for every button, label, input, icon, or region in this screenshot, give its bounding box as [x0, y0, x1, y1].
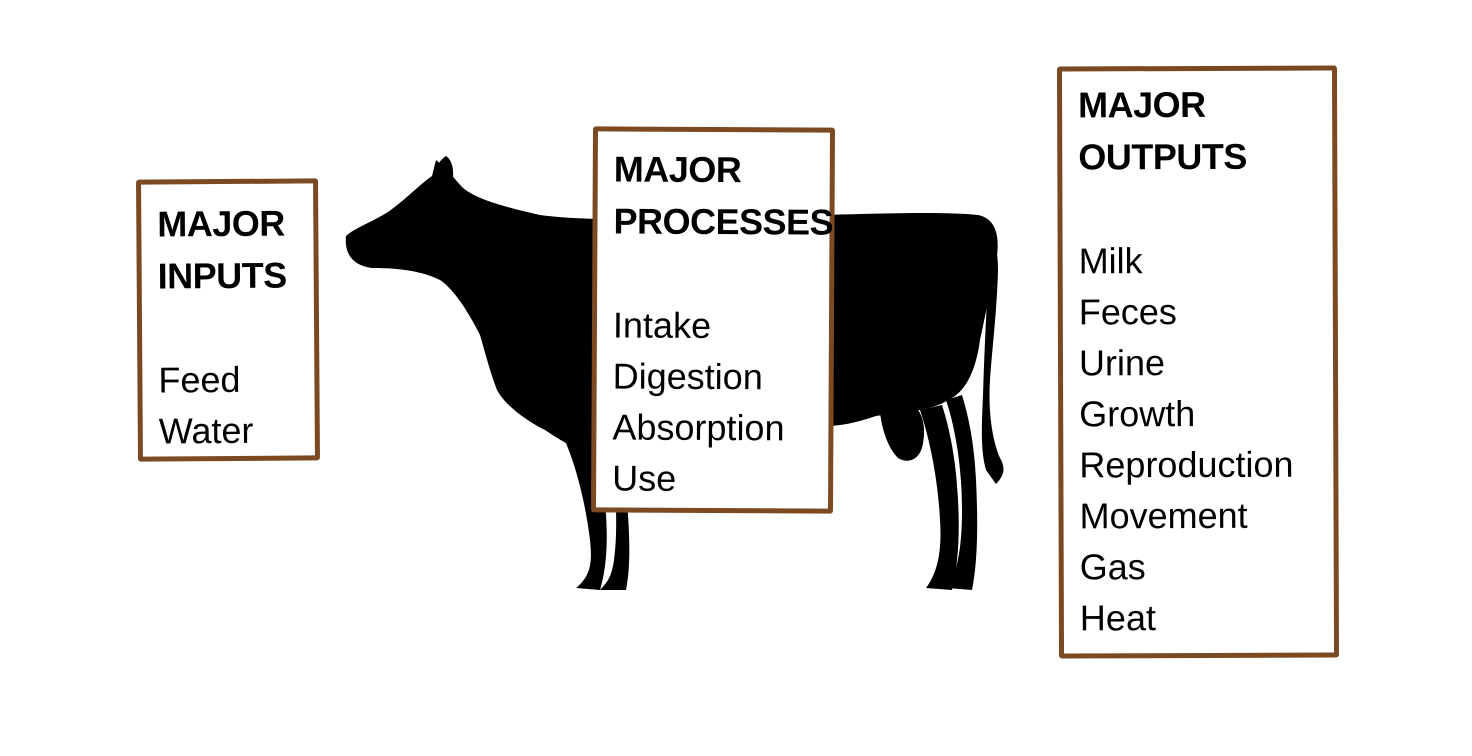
- inputs-list: Feed Water: [158, 353, 315, 456]
- outputs-heading-line2: OUTPUTS: [1078, 135, 1247, 178]
- processes-heading-line1: MAJOR: [613, 148, 742, 191]
- outputs-heading-line1: MAJOR: [1078, 83, 1206, 126]
- outputs-box: MAJOR OUTPUTS Milk Feces Urine Growth Re…: [1056, 65, 1340, 659]
- inputs-heading-line2: INPUTS: [157, 254, 287, 297]
- processes-list: Intake Digestion Absorption Use: [612, 299, 829, 504]
- list-item: Gas: [1079, 546, 1146, 588]
- list-item: Feed: [158, 358, 241, 401]
- outputs-heading: MAJOR OUTPUTS: [1078, 79, 1332, 184]
- processes-heading: MAJOR PROCESSES: [613, 143, 834, 248]
- list-item: Heat: [1079, 597, 1157, 639]
- list-item: Absorption: [612, 406, 785, 449]
- inputs-heading: MAJOR INPUTS: [157, 197, 314, 302]
- list-item: Feces: [1078, 291, 1177, 333]
- list-item: Milk: [1078, 240, 1143, 282]
- list-item: Growth: [1079, 393, 1196, 435]
- list-item: Movement: [1079, 494, 1248, 537]
- list-item: Intake: [612, 304, 712, 346]
- list-item: Reproduction: [1079, 443, 1294, 486]
- inputs-heading-line1: MAJOR: [157, 202, 285, 245]
- inputs-box: MAJOR INPUTS Feed Water: [136, 178, 320, 462]
- list-item: Urine: [1078, 342, 1166, 384]
- list-item: Water: [158, 409, 254, 452]
- list-item: Use: [612, 457, 677, 499]
- outputs-list: Milk Feces Urine Growth Reproduction Mov…: [1079, 235, 1334, 644]
- processes-box: MAJOR PROCESSES Intake Digestion Absorpt…: [590, 126, 836, 514]
- list-item: Digestion: [612, 355, 763, 398]
- processes-heading-line2: PROCESSES: [613, 200, 834, 243]
